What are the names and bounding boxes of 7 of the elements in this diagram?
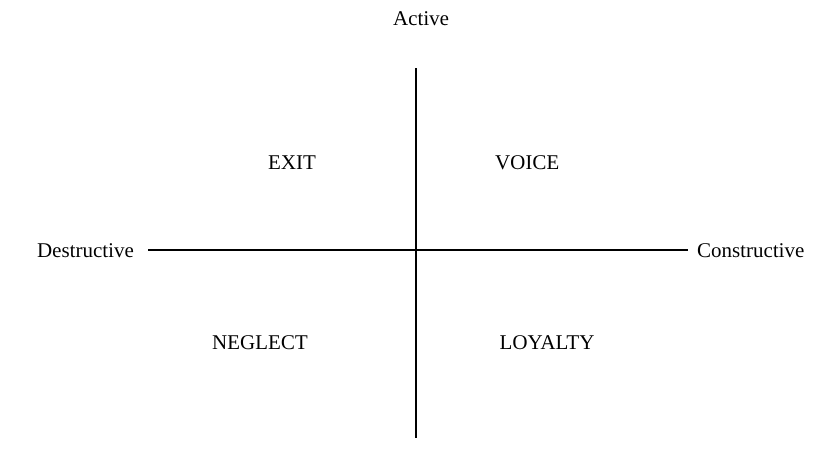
axis-label: Destructive [37,238,134,262]
quadrant-label: NEGLECT [212,330,308,354]
quadrant-label: EXIT [268,150,316,174]
axis-label: Active [393,6,449,30]
quadrant-label: VOICE [495,150,560,174]
axis-label: Constructive [697,238,804,262]
quadrant-label: LOYALTY [500,330,594,354]
